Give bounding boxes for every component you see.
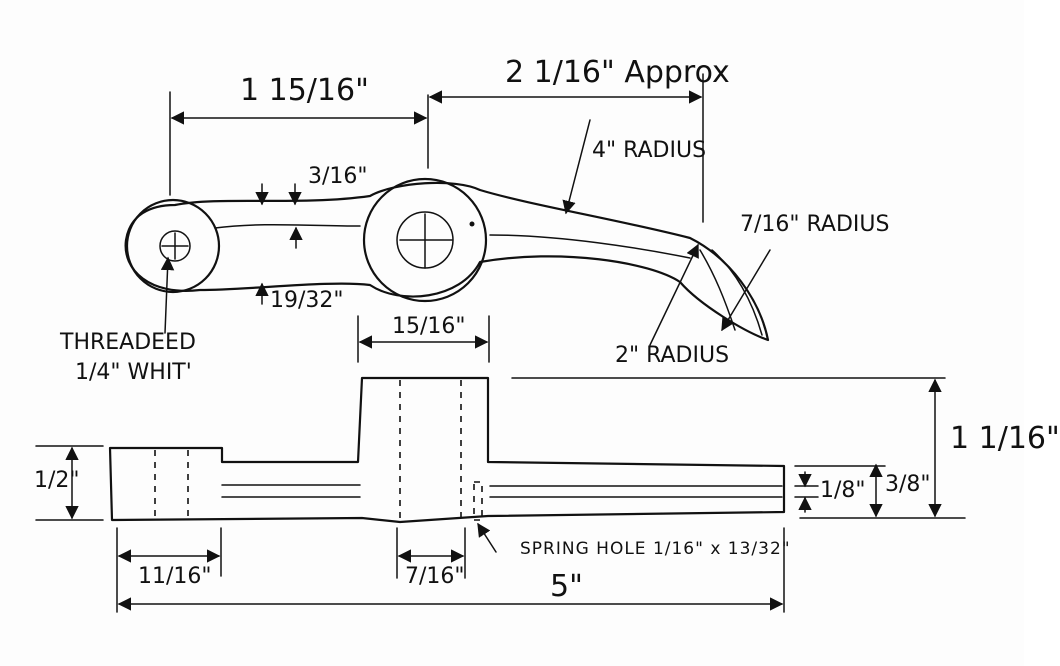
drawing-canvas: [35, 73, 966, 613]
dim-label-11-16: 11/16": [138, 564, 212, 589]
leader-2-radius: [649, 243, 699, 346]
note-7-16-radius: 7/16" RADIUS: [740, 212, 890, 237]
rocker-top-view: [124, 177, 770, 342]
dim-label-15-16: 15/16": [392, 314, 466, 339]
note-2-radius: 2" RADIUS: [615, 343, 730, 368]
rocker-side-view: [108, 376, 786, 524]
dim-label-2-1-16: 2 1/16" Approx: [505, 55, 730, 90]
small-boss: [125, 198, 221, 294]
leader-7-16-radius: [721, 249, 771, 332]
side-dimensions: [35, 377, 966, 613]
leader-thread: [160, 256, 175, 334]
rocker-arm-drawing: 1 15/16" 2 1/16" Approx 4" RADIUS 3/16" …: [34, 55, 1060, 613]
side-outline: [108, 376, 786, 524]
rocker-outline: [124, 181, 770, 342]
rocker-web-line: [489, 234, 691, 259]
leader-spring: [477, 522, 497, 553]
dim-label-19-32: 19/32": [270, 288, 344, 313]
leader-4-radius: [562, 119, 591, 215]
dim-label-1-15-16: 1 15/16": [240, 73, 369, 108]
spring-hole: [473, 481, 483, 521]
note-spring-hole: SPRING HOLE 1/16" x 13/32": [520, 539, 791, 559]
note-thread-line-2: 1/4" WHIT': [75, 360, 192, 385]
threaded-hole: [159, 230, 191, 262]
note-4-radius: 4" RADIUS: [592, 138, 707, 163]
rocker-nose-line: [711, 249, 763, 336]
dim-label-5: 5": [550, 569, 583, 604]
dim-label-7-16: 7/16": [405, 564, 465, 589]
top-dimensions: [160, 73, 771, 363]
dim-label-1-2: 1/2": [34, 468, 80, 493]
note-thread-line-1: THREADEED: [60, 330, 196, 355]
dim-label-1-8: 1/8": [820, 478, 866, 503]
dim-label-1-1-16: 1 1/16": [950, 421, 1060, 456]
dim-label-3-16: 3/16": [308, 164, 368, 189]
rocker-web-line: [214, 223, 361, 229]
pivot-boss: [362, 177, 488, 303]
dim-label-3-8: 3/8": [885, 472, 931, 497]
